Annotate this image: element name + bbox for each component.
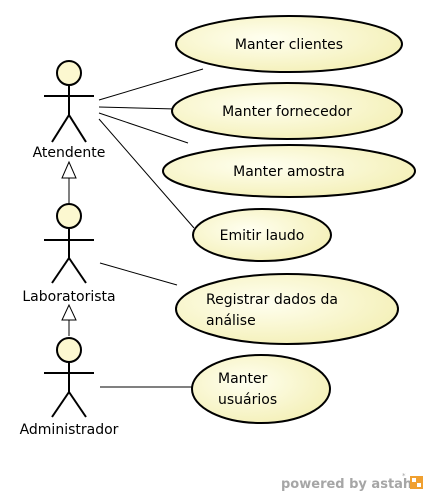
actor-administrador[interactable]: Administrador — [20, 337, 119, 438]
use-case-manter-amostra[interactable]: Manter amostra — [162, 144, 416, 198]
use-case-label: Manter fornecedor — [222, 104, 352, 120]
association-atendente-manter-clientes — [98, 68, 204, 101]
generalization-laboratorista-atendente — [61, 160, 77, 203]
use-case-ellipse — [162, 144, 416, 198]
use-case-ellipse — [171, 82, 403, 140]
use-case-ellipse — [191, 354, 331, 424]
association-atendente-manter-fornecedor — [98, 106, 177, 110]
actor-label: Atendente — [33, 145, 106, 161]
use-case-ellipse — [192, 208, 332, 262]
watermark: powered by astah * — [281, 472, 423, 492]
actor-laboratorista[interactable]: Laboratorista — [22, 203, 116, 305]
use-case-registrar-dados[interactable]: Registrar dados da análise — [175, 273, 399, 345]
use-case-label-line-2: usuários — [218, 392, 277, 408]
use-case-label-line-1: Manter — [218, 371, 268, 387]
use-case-label-line-1: Registrar dados da — [206, 292, 338, 308]
use-case-ellipse — [175, 15, 403, 73]
associations — [98, 68, 204, 388]
astah-logo-icon — [410, 476, 423, 489]
actor-head — [56, 60, 82, 86]
association-atendente-emitir-laudo — [98, 118, 195, 229]
actor-label: Laboratorista — [22, 289, 115, 305]
actor-head — [56, 337, 82, 363]
association-atendente-manter-amostra — [98, 112, 189, 144]
generalization-arrowhead — [61, 303, 77, 321]
use-case-manter-fornecedor[interactable]: Manter fornecedor — [171, 82, 403, 140]
association-laboratorista-registrar-dados — [99, 262, 178, 286]
actor-atendente[interactable]: Atendente — [33, 60, 106, 161]
use-case-label: Manter clientes — [235, 37, 343, 53]
use-case-emitir-laudo[interactable]: Emitir laudo — [192, 208, 332, 262]
use-case-label-line-2: análise — [206, 313, 256, 329]
stick-figure-icon — [44, 203, 94, 284]
use-case-label: Emitir laudo — [220, 228, 305, 244]
generalizations — [61, 160, 77, 336]
generalization-arrowhead — [61, 160, 77, 179]
stick-figure-icon — [44, 337, 94, 418]
actor-label: Administrador — [20, 422, 119, 438]
stick-figure-icon — [44, 60, 94, 143]
use-case-manter-usuarios[interactable]: Manter usuários — [191, 354, 331, 424]
use-case-ellipse — [175, 273, 399, 345]
use-case-label: Manter amostra — [233, 164, 345, 180]
use-case-manter-clientes[interactable]: Manter clientes — [175, 15, 403, 73]
generalization-administrador-laboratorista — [61, 303, 77, 336]
watermark-mark: * — [402, 472, 406, 480]
actor-head — [56, 203, 82, 229]
watermark-text: powered by astah — [281, 477, 412, 492]
